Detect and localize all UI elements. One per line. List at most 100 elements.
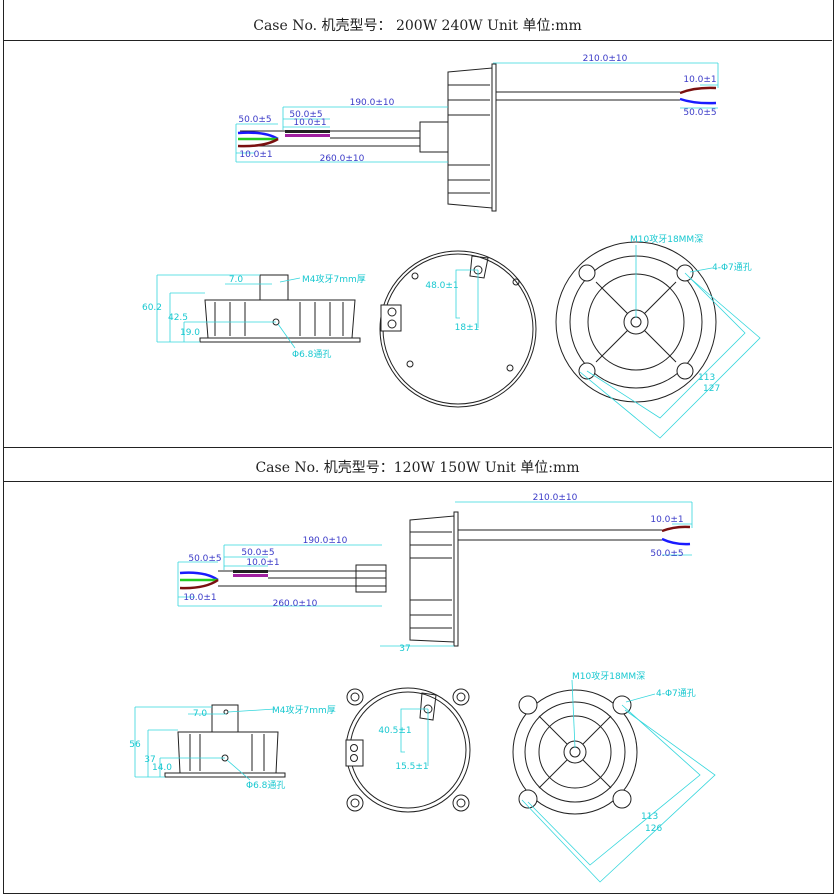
tab-note: M4攻牙7mm厚 <box>302 273 366 285</box>
dim-height-total: 60.2 <box>142 303 162 313</box>
drawing-line <box>518 695 538 715</box>
drawing-line <box>527 704 701 866</box>
drawing-line <box>226 759 251 781</box>
drawing-line <box>512 278 520 286</box>
drawing-line <box>506 364 514 372</box>
top-view-2: 40.5±1 15.5±1 <box>345 687 471 813</box>
dim-offset-v: 40.5±1 <box>378 726 411 736</box>
drawing-line <box>177 501 693 647</box>
drawing-line <box>379 250 537 408</box>
drawing-line <box>387 307 397 317</box>
drawing-line <box>214 302 344 336</box>
dim-offset-h: 18±1 <box>455 323 480 333</box>
bottom-view-2: M10攻牙18MM深 4-Φ7通孔 113 126 <box>512 670 716 883</box>
wire-black <box>285 130 330 133</box>
drawing-line <box>469 255 489 279</box>
dim-left-split-top: 50.0±5 <box>241 548 274 558</box>
housing-outline <box>447 67 493 209</box>
profile-view-1: 60.2 42.5 19.0 7.0 M4攻牙7mm厚 Φ6.8通孔 <box>142 273 366 360</box>
wire-brown <box>237 137 279 148</box>
dim-right-cable: 210.0±10 <box>533 493 578 503</box>
flange <box>491 63 497 212</box>
drawing-line <box>409 515 455 643</box>
wire-blue <box>679 97 717 105</box>
drawing-line <box>661 537 691 546</box>
dim-outer: 127 <box>703 384 720 394</box>
dim-inner: 113 <box>698 373 715 383</box>
drawing-line <box>179 578 219 590</box>
dim-offset-h: 15.5±1 <box>395 762 428 772</box>
drawing-line <box>456 692 466 702</box>
drawing-line <box>177 731 279 774</box>
holes-note: 4-Φ7通孔 <box>656 688 696 699</box>
mount-tab <box>211 704 239 733</box>
housing-fins <box>448 84 490 194</box>
cable-gland <box>419 121 449 153</box>
section-header-2: Case No. 机壳型号：120W 150W Unit 单位:mm <box>3 447 832 482</box>
dim-right-strip: 10.0±1 <box>683 75 716 85</box>
dim-height-total: 56 <box>129 740 141 750</box>
drawing-line <box>350 744 358 752</box>
profile-view-2: 56 37 14.0 7.0 M4攻牙7mm厚 Φ6.8通孔 <box>129 704 335 791</box>
drawing-line <box>277 323 296 349</box>
dim-tab-width: 7.0 <box>193 709 208 719</box>
dim-left-strip: 10.0±1 <box>183 593 216 603</box>
drawing-line <box>676 362 694 380</box>
holes-note: 4-Φ7通孔 <box>712 262 752 273</box>
center-note: M10攻牙18MM深 <box>630 233 703 245</box>
drawing-line <box>179 571 219 582</box>
side-view-2: 210.0±10 10.0±1 50.0±5 190.0±10 50.0±5 1… <box>177 493 693 654</box>
drawing-line <box>387 319 397 329</box>
dim-left-split: 50.0±5 <box>188 554 221 564</box>
drawing-line <box>524 701 626 803</box>
dim-left-cable: 190.0±10 <box>350 98 395 108</box>
wire-brown <box>679 86 717 95</box>
hole-note: Φ6.8通孔 <box>246 780 285 791</box>
dim-right-split: 50.0±5 <box>650 549 683 559</box>
dim-height-body: 42.5 <box>168 313 188 323</box>
drawing-line <box>350 754 358 762</box>
drawing-line <box>406 360 414 368</box>
dim-total-length: 260.0±10 <box>273 599 318 609</box>
dim-right-strip: 10.0±1 <box>650 515 683 525</box>
drawing-line <box>579 245 761 439</box>
drawing-line <box>345 687 471 813</box>
drawing-line <box>661 525 691 533</box>
profile-body <box>204 299 356 339</box>
drawing-line <box>411 272 419 280</box>
drawing-line <box>134 706 276 781</box>
drawing-line <box>456 798 466 808</box>
drawing-line <box>586 272 746 419</box>
dim-total-length: 260.0±10 <box>320 154 365 164</box>
side-view-1: 210.0±10 10.0±1 50.0±5 190.0±10 50.0±5 1… <box>235 54 719 212</box>
drawing-line <box>521 709 716 883</box>
dim-right-split: 50.0±5 <box>683 108 716 118</box>
drawing-line <box>612 789 632 809</box>
drawing-line <box>164 772 286 778</box>
drawing-line <box>400 708 429 766</box>
flange <box>453 511 459 647</box>
drawing-line <box>233 574 268 577</box>
drawing-line <box>518 789 538 809</box>
section-header-1: Case No. 机壳型号： 200W 240W Unit 单位:mm <box>3 12 832 41</box>
bottom-view-1: M10攻牙18MM深 4-Φ7通孔 113 127 <box>555 233 761 439</box>
drawing-line <box>350 798 360 808</box>
drawing-line <box>350 692 360 702</box>
drawing-line <box>689 267 713 273</box>
drawing-line <box>410 531 452 629</box>
center-note: M10攻牙18MM深 <box>572 670 645 682</box>
wire-purple <box>285 134 330 137</box>
drawing-line <box>452 688 470 706</box>
top-view-1: 48.0±1 18±1 <box>379 250 537 408</box>
drawing-line <box>227 708 276 713</box>
dim-tab-width: 7.0 <box>229 275 244 285</box>
dim-left-strip-top: 10.0±1 <box>246 558 279 568</box>
drawing-line <box>345 739 364 767</box>
dim-left-cable: 190.0±10 <box>303 536 348 546</box>
drawing-line <box>346 794 364 812</box>
drawing-line <box>419 692 437 721</box>
dim-height-body: 37 <box>144 755 155 765</box>
drawing-line <box>521 679 716 883</box>
drawing-line <box>452 794 470 812</box>
